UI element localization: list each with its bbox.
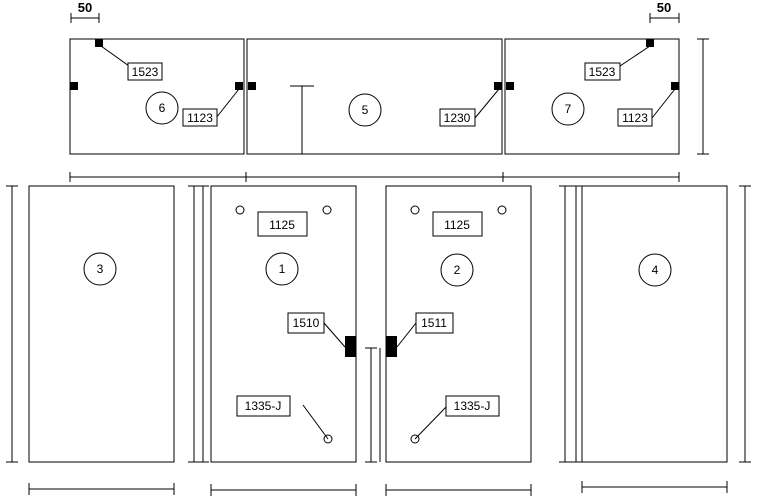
- inner-height-dimensions: [197, 185, 582, 463]
- panel-4-number: 4: [652, 263, 659, 277]
- panel-6-top-tag: 1523: [132, 65, 159, 79]
- panel-5: 5 1230: [246, 38, 503, 155]
- center-gap-dimension: [365, 347, 381, 463]
- panel-3-number: 3: [97, 262, 104, 276]
- panel-6: 6 1523 1123: [69, 38, 245, 155]
- panel-5-number: 5: [362, 103, 369, 117]
- right-offset-label: 50: [657, 0, 671, 15]
- panel-1-bottom-tag: 1335-J: [245, 399, 282, 413]
- panel-1-handle-tag: 1510: [293, 316, 320, 330]
- right-offset-dimension: 50: [649, 0, 680, 23]
- upper-height-dimension: [697, 38, 709, 155]
- panel-1: 1125 1 1510 1335-J: [210, 185, 357, 496]
- panel-6-right-tag: 1123: [187, 111, 213, 125]
- panel-6-number: 6: [159, 101, 166, 115]
- panel-1-number: 1: [279, 262, 286, 276]
- panel-2-top-tag: 1125: [444, 218, 470, 232]
- panel-7-right-tag: 1123: [622, 111, 648, 125]
- panel-7: 7 1523 1123: [504, 38, 680, 155]
- panel-7-number: 7: [565, 102, 572, 116]
- panel-7-top-tag: 1523: [589, 65, 616, 79]
- panel-1-top-tag: 1125: [269, 218, 295, 232]
- panel-2-handle-tag: 1511: [421, 316, 447, 330]
- upper-width-dimension: [69, 172, 680, 182]
- panel-2: 1125 2 1511 1335-J: [385, 185, 532, 496]
- left-offset-dimension: 50: [70, 0, 100, 23]
- panel-3: 3: [6, 185, 200, 495]
- left-offset-label: 50: [78, 0, 92, 15]
- panel-2-number: 2: [454, 263, 461, 277]
- panel-2-bottom-tag: 1335-J: [454, 399, 491, 413]
- panel-5-right-tag: 1230: [444, 111, 471, 125]
- panel-4: 4: [559, 185, 751, 493]
